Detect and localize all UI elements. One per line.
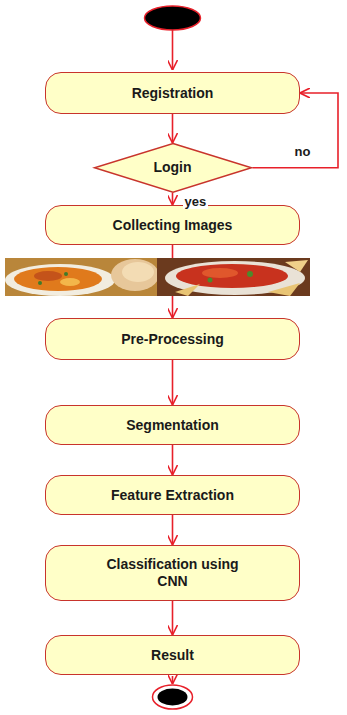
start-flow xyxy=(172,30,174,70)
text-holder: Feature Extraction xyxy=(111,487,234,504)
decision-label: Login xyxy=(153,159,191,176)
activity-label: Classification using CNN xyxy=(98,556,248,590)
activity-label: Result xyxy=(151,647,194,664)
guard-label: yes xyxy=(183,194,209,209)
text-holder: Result xyxy=(151,647,194,664)
text-holder: Segmentation xyxy=(126,417,219,434)
activity-box: Segmentation xyxy=(45,405,300,445)
text-holder: Login xyxy=(153,159,191,176)
control-flow xyxy=(172,601,174,635)
activity-label: Pre-Processing xyxy=(121,331,224,348)
activity-box: Pre-Processing xyxy=(45,318,300,360)
text-holder: Pre-Processing xyxy=(121,331,224,348)
end-flow xyxy=(172,676,174,684)
control-flow xyxy=(172,193,174,205)
activity-box: Registration xyxy=(45,72,300,114)
end-node-ring xyxy=(153,685,193,709)
control-flow xyxy=(172,445,174,475)
start-node xyxy=(145,6,201,30)
diamond-shape xyxy=(94,143,251,192)
decision-diamond: Login xyxy=(93,143,253,193)
text-holder: Registration xyxy=(132,85,214,102)
control-flow xyxy=(172,114,174,143)
activity-box: Classification using CNN xyxy=(45,545,300,601)
food-illustration xyxy=(5,258,310,296)
activity-box: Feature Extraction xyxy=(45,475,300,515)
text-holder: Collecting Images xyxy=(113,217,233,234)
activity-box: Result xyxy=(45,635,300,675)
control-flow xyxy=(172,360,174,405)
guard-label: no xyxy=(293,144,313,159)
control-flow xyxy=(172,515,174,545)
activity-label: Registration xyxy=(132,85,214,102)
activity-label: Segmentation xyxy=(126,417,219,434)
activity-label: Collecting Images xyxy=(113,217,233,234)
end-node xyxy=(158,689,188,706)
activity-label: Feature Extraction xyxy=(111,487,234,504)
activity-box: Collecting Images xyxy=(45,205,300,245)
text-holder: Classification using CNN xyxy=(98,556,248,590)
